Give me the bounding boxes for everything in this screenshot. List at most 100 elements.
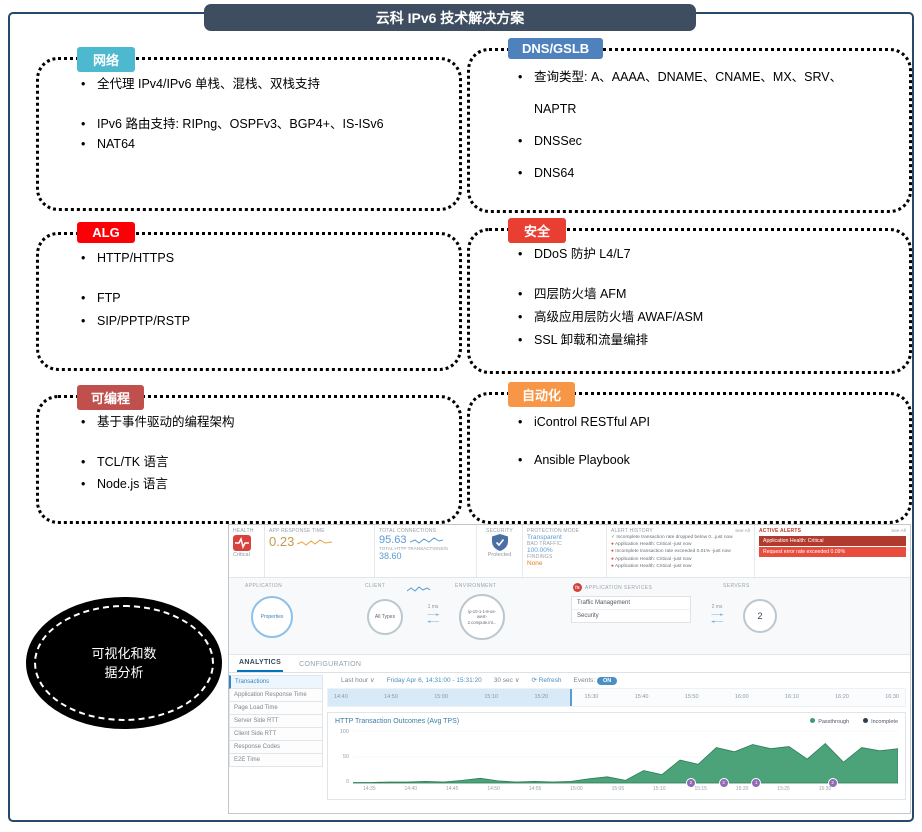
refresh-button[interactable]: ⟳ Refresh (531, 677, 562, 684)
http-transactions-value: 38.60 (379, 551, 402, 561)
status-strip: HEALTH Critical APP RESPONSE TIME 0.23 T… (229, 525, 910, 577)
bad-traffic-value: 100.00% (527, 547, 553, 554)
tab-analytics[interactable]: ANALYTICS (237, 655, 284, 672)
alert-history-item: Application Health: Critical -just now (614, 542, 692, 548)
sidebar-item-page-load-time[interactable]: Page Load Time (229, 702, 323, 715)
alert-dot-icon: ● (611, 556, 614, 562)
environment-node-label: ip-10-1-1-8-us-west-2.compute.int... (467, 608, 497, 625)
health-status: Critical (233, 552, 250, 558)
y-tick-label: 0 (345, 779, 349, 785)
active-alert-row: Application Health: Critical (759, 536, 906, 546)
x-tick-label: 15:20 (735, 786, 749, 792)
bullet-item: iControl RESTful API (518, 411, 869, 433)
environment-node[interactable]: ip-10-1-1-8-us-west-2.compute.int... (459, 594, 505, 640)
alert-history-see-all-link[interactable]: See All (735, 528, 750, 534)
tab-configuration[interactable]: CONFIGURATION (299, 661, 362, 668)
bullet-item: DDoS 防护 L4/L7 (518, 243, 869, 266)
protection-mode-value: Transparent (527, 534, 562, 541)
feature-box-alg: ALG HTTP/HTTPS FTP SIP/PPTP/RSTP (36, 222, 462, 371)
client-node[interactable]: All Types (367, 599, 403, 635)
refresh-icon: ⟳ (531, 677, 537, 684)
service-row-traffic-management[interactable]: Traffic Management (572, 597, 690, 610)
timeline-tick-labels: 14:40 14:50 15:00 15:10 15:20 15:30 15:4… (328, 689, 905, 705)
sidebar-item-e2e-time[interactable]: E2E Time (229, 754, 323, 767)
http-transactions-label: TOTAL HTTP TRANSACTIONS/S (379, 546, 448, 551)
x-tick-label: 15:05 (611, 786, 625, 792)
column-label-servers: SERVERS (723, 583, 750, 589)
connections-panel: TOTAL CONNECTIONS 95.63 TOTAL HTTP TRANS… (375, 525, 477, 577)
event-marker[interactable]: 2 (685, 778, 696, 788)
event-marker[interactable]: 2 (718, 778, 729, 788)
date-range-text: Friday Apr 6, 14:31:00 - 15:31:20 (386, 676, 482, 684)
sidebar-item-response-codes[interactable]: Response Codes (229, 741, 323, 754)
app-response-time-label: APP RESPONSE TIME (269, 528, 325, 534)
latency-sparkline (407, 586, 431, 592)
active-alerts-see-all-link[interactable]: See All (891, 528, 906, 534)
shield-protected-icon (491, 534, 508, 551)
bullet-item: SIP/PPTP/RSTP (81, 310, 459, 333)
chart-title: HTTP Transaction Outcomes (Avg TPS) (335, 718, 460, 725)
sidebar-item-client-side-rtt[interactable]: Client Side RTT (229, 728, 323, 741)
check-icon: ✓ (611, 535, 616, 540)
servers-node[interactable]: 2 (743, 599, 777, 633)
bullet-item: 四层防火墙 AFM (518, 283, 869, 306)
bullet-item: 基于事件驱动的编程架构 (81, 411, 459, 433)
active-alerts-panel: ACTIVE ALERTS See All Application Health… (755, 525, 910, 577)
legend-dot-passthrough (810, 718, 816, 723)
application-properties-node[interactable]: Properties (251, 596, 293, 638)
bullet-item: Ansible Playbook (518, 449, 869, 471)
time-range-dropdown[interactable]: Last hour ∨ (341, 677, 375, 684)
feature-box-dns-gslb: DNS/GSLB 查询类型: A、AAAA、DNAME、CNAME、MX、SRV… (467, 38, 912, 213)
event-marker[interactable]: 2 (827, 778, 838, 788)
selected-range-highlight[interactable] (328, 689, 573, 706)
event-marker[interactable]: 1 (751, 778, 762, 788)
page-title-text: 云科 IPv6 技术解决方案 (375, 9, 525, 26)
alert-history-label: ALERT HISTORY (611, 528, 653, 534)
bullet-item: 全代理 IPv4/IPv6 单栈、混栈、双栈支持 (81, 74, 459, 94)
bullet-item: IPv6 路由支持: RIPng、OSPFv3、BGP4+、IS-ISv6 (81, 114, 459, 134)
f5-analytics-dashboard: HEALTH Critical APP RESPONSE TIME 0.23 T… (228, 524, 911, 814)
services-servers-link: 2 ms → ← (697, 604, 737, 625)
security-label: SECURITY (486, 528, 513, 534)
metrics-sidebar: Transactions Application Response Time P… (229, 675, 323, 767)
feature-list: 基于事件驱动的编程架构 TCL/TK 语言 Node.js 语言 (81, 411, 459, 495)
sidebar-item-application-response-time[interactable]: Application Response Time (229, 689, 323, 702)
app-response-time-value: 0.23 (269, 534, 295, 549)
tick-label: 15:10 (484, 694, 499, 700)
tick-label: 15:30 (584, 694, 599, 700)
alert-dot-icon: ● (611, 563, 614, 569)
sidebar-item-server-side-rtt[interactable]: Server Side RTT (229, 715, 323, 728)
bullet-item: SSL 卸载和流量编排 (518, 329, 869, 352)
tps-area-chart: 2 2 1 2 (353, 729, 898, 788)
x-tick-label: 14:50 (487, 786, 500, 792)
x-tick-label: 14:35 (363, 786, 376, 792)
interval-dropdown[interactable]: 30 sec ∨ (493, 677, 520, 684)
sidebar-item-transactions[interactable]: Transactions (229, 675, 323, 689)
bullet-item: DNSSec (518, 125, 869, 157)
tick-label: 16:20 (835, 694, 849, 700)
tick-label: 15:50 (684, 694, 699, 700)
feature-list: 全代理 IPv4/IPv6 单栈、混栈、双栈支持 IPv6 路由支持: RIPn… (81, 74, 459, 154)
chart-legend: Passthrough Incomplete (810, 718, 898, 725)
alert-dot-icon: ● (611, 542, 614, 548)
bad-traffic-label: BAD TRAFFIC (527, 541, 562, 547)
arrow-left-icon: ← (707, 615, 727, 625)
tick-label: 15:20 (534, 694, 549, 700)
events-toggle[interactable]: ON (597, 676, 618, 685)
feature-box-programmable: 可编程 基于事件驱动的编程架构 TCL/TK 语言 Node.js 语言 (36, 385, 462, 524)
client-environment-link: 1 ms → ← (411, 604, 455, 625)
y-tick-label: 100 (339, 729, 349, 735)
feature-box-automation-label: 自动化 (508, 382, 576, 407)
page-title: 云科 IPv6 技术解决方案 (204, 4, 696, 31)
feature-list: HTTP/HTTPS FTP SIP/PPTP/RSTP (81, 247, 459, 333)
service-row-security[interactable]: Security (577, 613, 599, 619)
protection-mode-label: PROTECTION MODE (527, 528, 580, 534)
time-range-slider[interactable]: 14:40 14:50 15:00 15:10 15:20 15:30 15:4… (327, 688, 906, 707)
column-label-application: APPLICATION (245, 583, 283, 589)
x-tick-label: 15:25 (777, 786, 790, 792)
feature-box-network-label: 网络 (77, 47, 135, 72)
x-tick-label: 15:10 (653, 786, 666, 792)
